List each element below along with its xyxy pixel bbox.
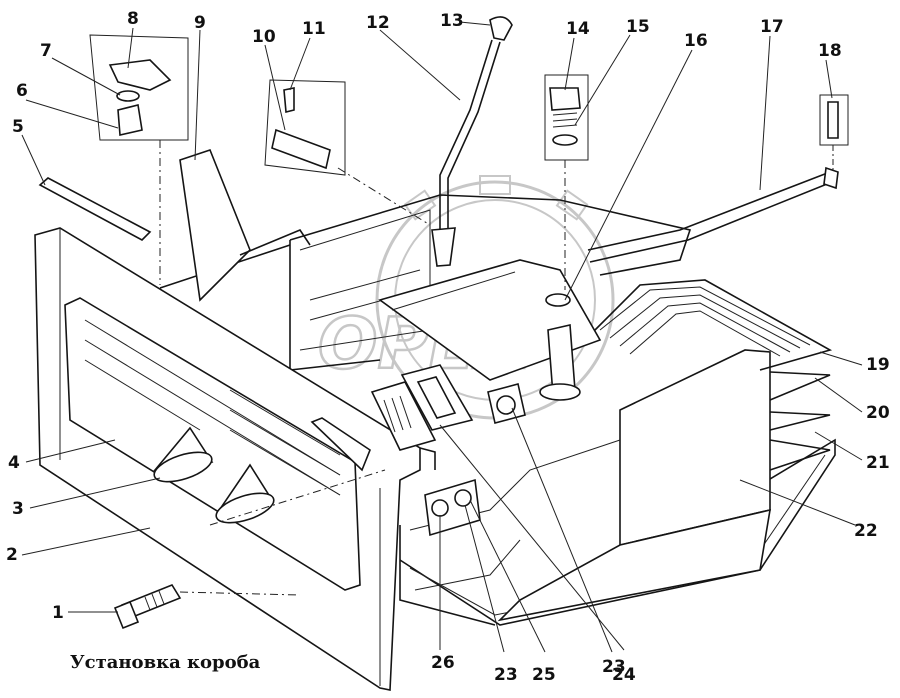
callout-7: 7 bbox=[40, 41, 52, 61]
callout-3: 3 bbox=[12, 499, 24, 519]
callout-22: 22 bbox=[854, 521, 878, 541]
callout-10: 10 bbox=[252, 27, 276, 47]
callout-4: 4 bbox=[8, 453, 20, 473]
callout-1: 1 bbox=[52, 603, 64, 623]
callout-20: 20 bbox=[866, 403, 890, 423]
callout-16: 16 bbox=[684, 31, 708, 51]
box-assembly bbox=[34, 16, 849, 691]
callout-9: 9 bbox=[194, 13, 206, 33]
callout-23-right: 23 bbox=[602, 657, 626, 677]
callout-6: 6 bbox=[16, 81, 28, 101]
callout-11: 11 bbox=[302, 19, 326, 39]
callout-13: 13 bbox=[440, 11, 464, 31]
callout-19: 19 bbox=[866, 355, 890, 375]
diagram-caption: Установка короба bbox=[70, 652, 261, 673]
callout-24: 24 bbox=[612, 665, 636, 685]
callout-14: 14 bbox=[566, 19, 590, 39]
callout-8: 8 bbox=[127, 9, 139, 29]
callout-17: 17 bbox=[760, 17, 784, 37]
callout-25: 25 bbox=[532, 665, 556, 685]
callout-23-left: 23 bbox=[494, 665, 518, 685]
callout-labels: 1 2 3 4 5 6 7 8 9 10 11 12 13 14 15 16 1… bbox=[6, 9, 890, 685]
callout-12: 12 bbox=[366, 13, 390, 33]
callout-15: 15 bbox=[626, 17, 650, 37]
leader-lines bbox=[21, 21, 863, 653]
callout-18: 18 bbox=[818, 41, 842, 61]
callout-26: 26 bbox=[431, 653, 455, 673]
callout-21: 21 bbox=[866, 453, 890, 473]
callout-5: 5 bbox=[12, 117, 24, 137]
callout-2: 2 bbox=[6, 545, 18, 565]
